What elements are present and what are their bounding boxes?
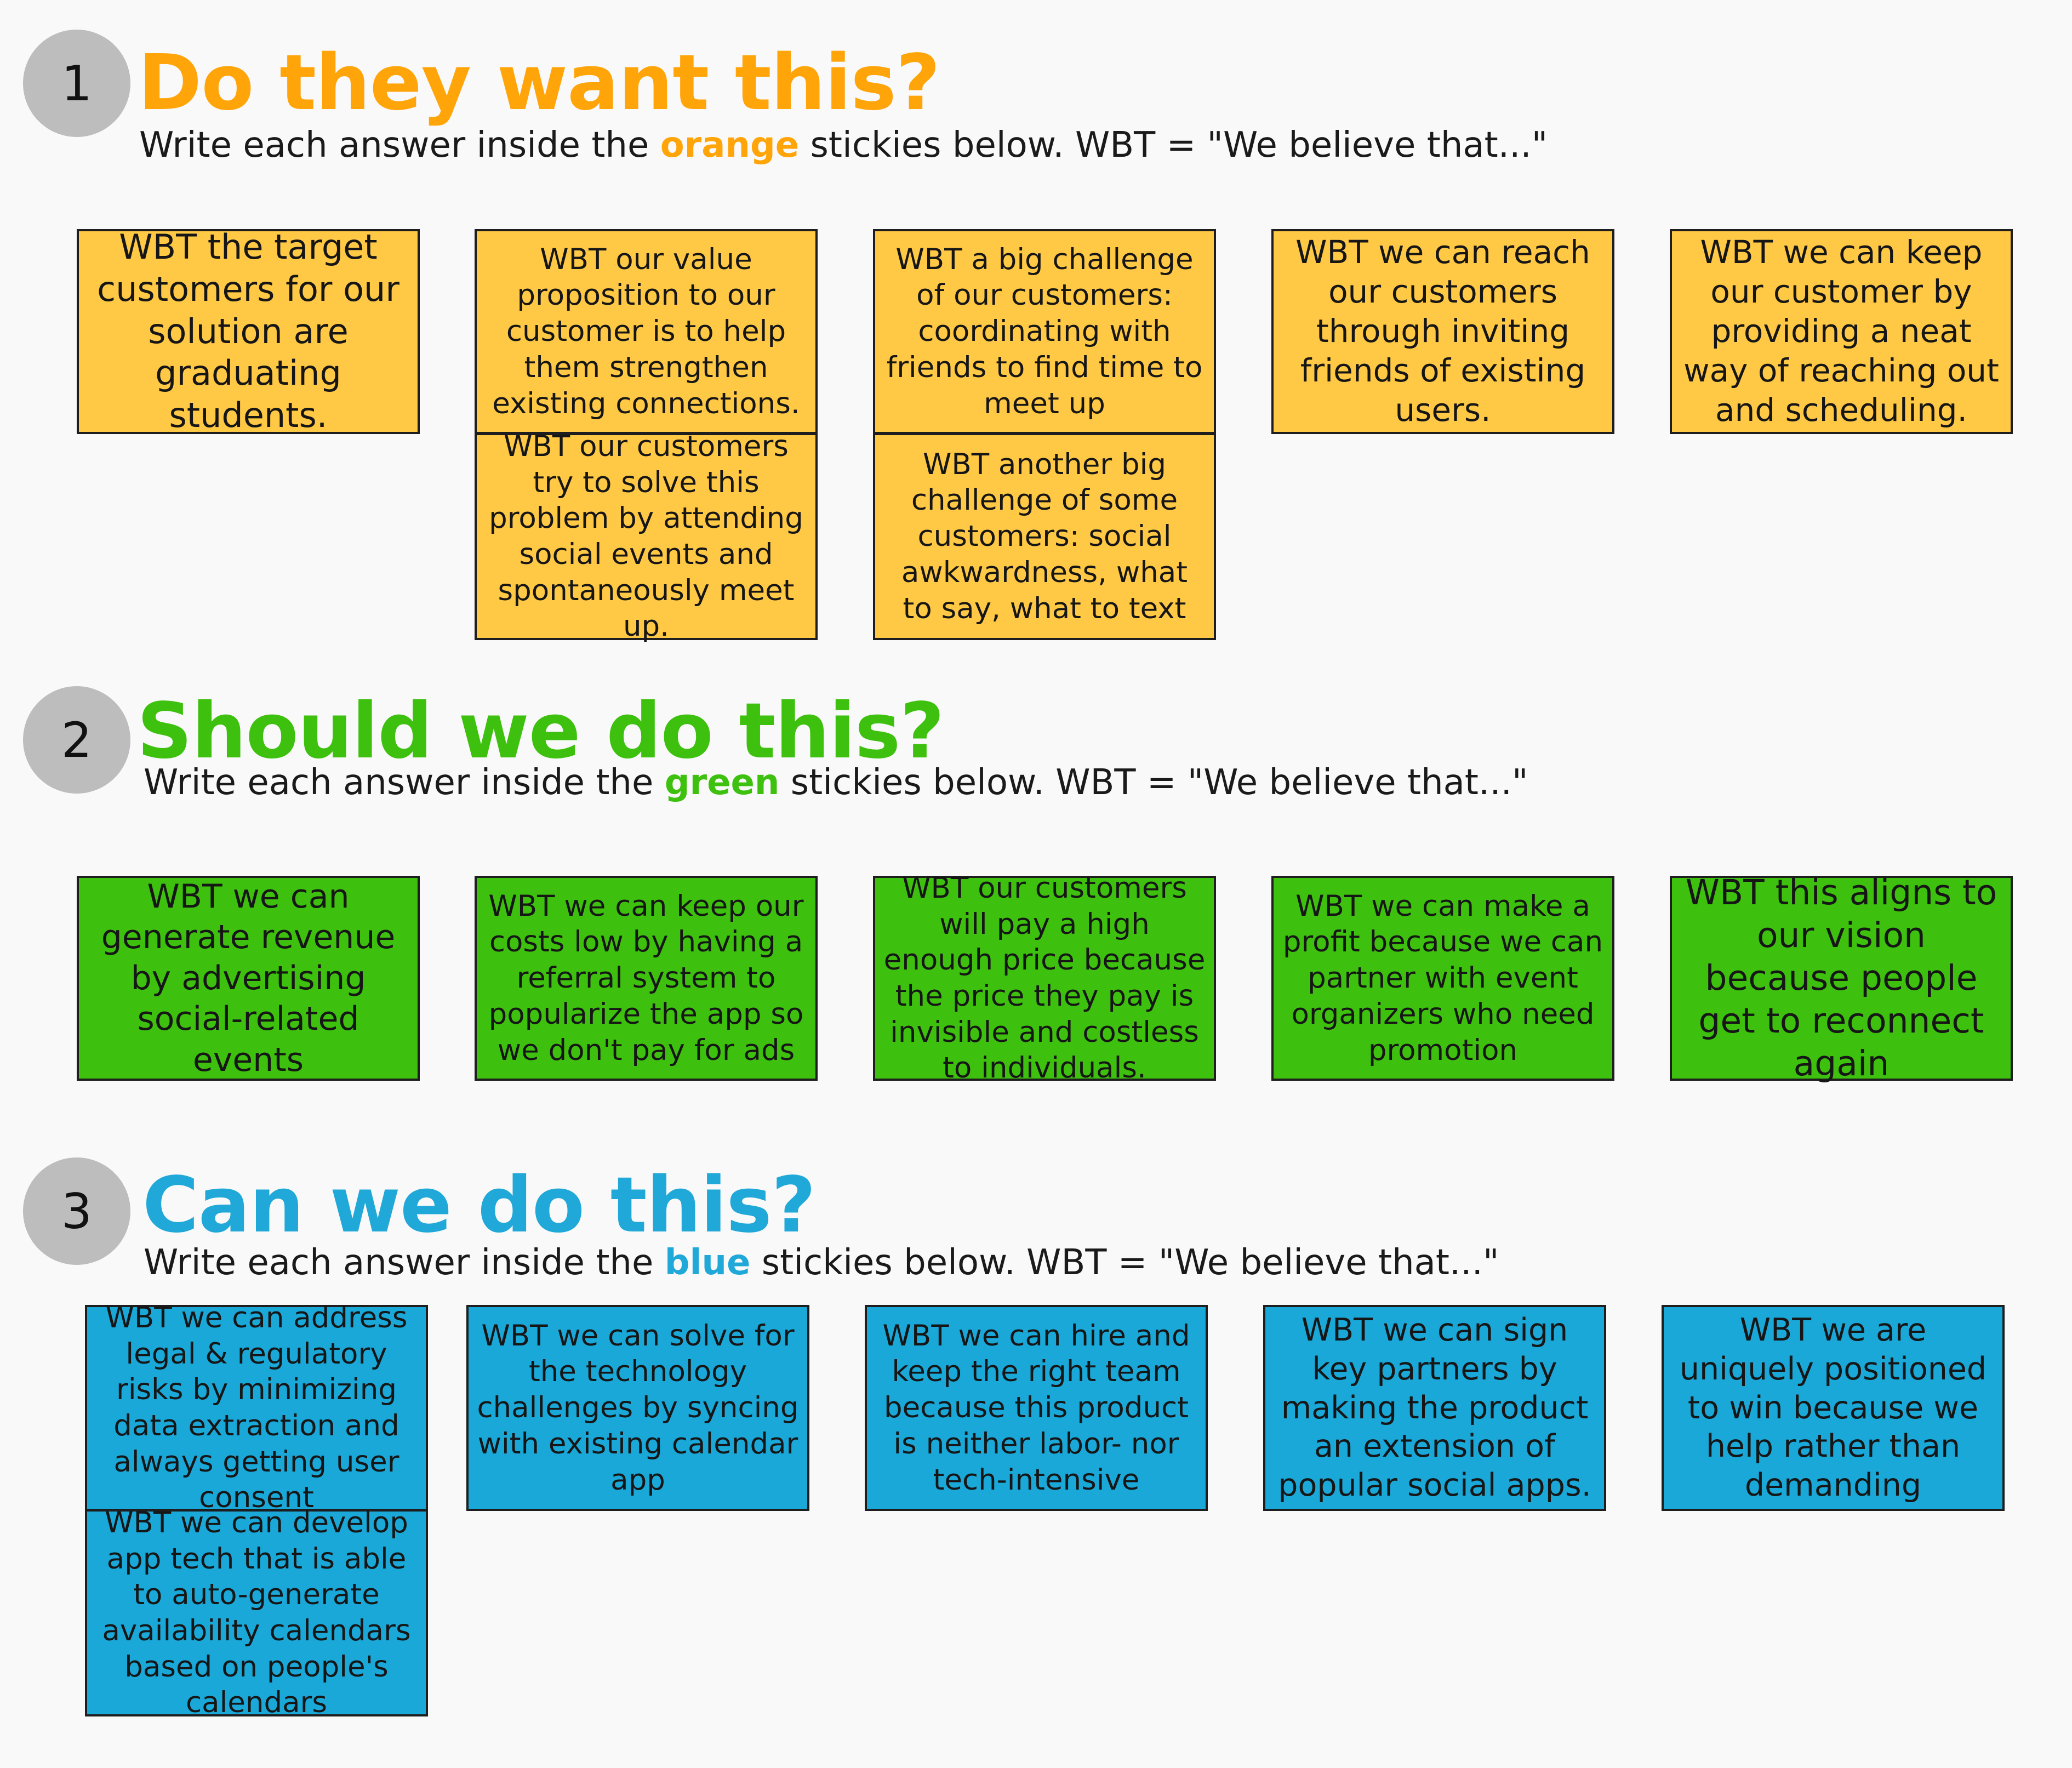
orange-sticky-keep-customers[interactable]: WBT we can keep our customer by providin… (1670, 229, 2013, 434)
section-1-subtitle-before: Write each answer inside the (139, 125, 660, 166)
step-number-3: 3 (23, 1157, 130, 1265)
blue-sticky-team[interactable]: WBT we can hire and keep the right team … (865, 1305, 1208, 1511)
blue-sticky-app-tech[interactable]: WBT we can develop app tech that is able… (85, 1506, 428, 1719)
green-sticky-price[interactable]: WBT our customers will pay a high enough… (873, 871, 1216, 1085)
section-2-keyword: green (664, 762, 780, 803)
green-sticky-revenue[interactable]: WBT we can generate revenue by advertisi… (77, 876, 420, 1081)
orange-sticky-another-challenge[interactable]: WBT another big challenge of some custom… (873, 433, 1216, 640)
section-2-title: Should we do this? (137, 687, 945, 776)
section-2-subtitle: Write each answer inside the green stick… (144, 765, 1528, 800)
step-number-2: 2 (23, 686, 130, 794)
section-2-subtitle-after: stickies below. WBT = "We believe that..… (779, 762, 1528, 803)
blue-sticky-uniquely-positioned[interactable]: WBT we are uniquely positioned to win be… (1662, 1305, 2005, 1511)
section-1-subtitle-after: stickies below. WBT = "We believe that..… (799, 125, 1548, 166)
section-3-title: Can we do this? (142, 1161, 816, 1250)
green-sticky-vision[interactable]: WBT this aligns to our vision because pe… (1670, 872, 2013, 1083)
section-1-keyword: orange (660, 125, 800, 166)
orange-sticky-big-challenge[interactable]: WBT a big challenge of our customers: co… (873, 229, 1216, 434)
blue-sticky-legal-risks[interactable]: WBT we can address legal & regulatory ri… (85, 1301, 428, 1514)
step-number-1: 1 (23, 30, 130, 137)
green-sticky-low-costs[interactable]: WBT we can keep our costs low by having … (475, 876, 818, 1081)
orange-sticky-reach-customers[interactable]: WBT we can reach our customers through i… (1271, 229, 1614, 434)
orange-sticky-current-solution[interactable]: WBT our customers try to solve this prob… (475, 430, 818, 643)
section-3-subtitle-before: Write each answer inside the (144, 1242, 665, 1283)
section-3-subtitle: Write each answer inside the blue sticki… (144, 1245, 1499, 1280)
green-sticky-profit[interactable]: WBT we can make a profit because we can … (1271, 876, 1614, 1081)
section-1-title: Do they want this? (138, 38, 940, 128)
blue-sticky-technology[interactable]: WBT we can solve for the technology chal… (466, 1305, 809, 1511)
blue-sticky-partners[interactable]: WBT we can sign key partners by making t… (1263, 1305, 1606, 1511)
section-3-subtitle-after: stickies below. WBT = "We believe that..… (750, 1242, 1499, 1283)
section-1-subtitle: Write each answer inside the orange stic… (139, 128, 1548, 163)
section-3-keyword: blue (664, 1242, 751, 1283)
orange-sticky-target-customers[interactable]: WBT the target customers for our solutio… (77, 227, 420, 435)
orange-sticky-value-proposition[interactable]: WBT our value proposition to our custome… (475, 229, 818, 434)
section-2-subtitle-before: Write each answer inside the (144, 762, 665, 803)
